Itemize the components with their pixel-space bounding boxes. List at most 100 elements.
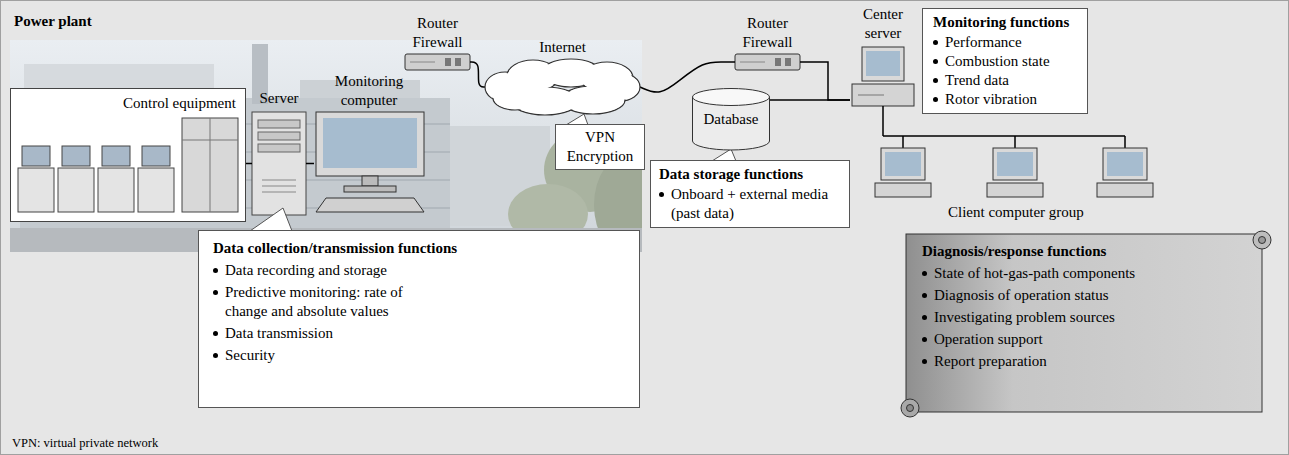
bullet-text: State of hot-gas-path components — [934, 264, 1135, 283]
client-screen — [1107, 152, 1143, 176]
bullet-item: Performance — [933, 33, 1077, 52]
monitor-screen — [866, 51, 900, 76]
group-label: Client computer group — [948, 203, 1084, 222]
server-tower-art — [252, 112, 306, 215]
monitor-neck — [362, 176, 378, 186]
internet-cloud-outline — [485, 58, 640, 116]
equipment-ground — [10, 88, 246, 222]
bullet-text: Report preparation — [934, 352, 1047, 371]
box-heading: Data storage functions — [659, 165, 841, 184]
callout-box: Data collection/transmission functionsDa… — [198, 230, 640, 408]
router-port — [785, 58, 791, 66]
scroll-curl — [1259, 237, 1266, 244]
bullet-text: Predictive monitoring: rate of change an… — [225, 283, 425, 321]
bullet-text: Data transmission — [225, 324, 333, 343]
database-cylinder: Database — [692, 88, 770, 150]
bullet-item: Operation support — [922, 330, 1246, 349]
keyboard — [316, 198, 424, 212]
bullet-dot — [933, 78, 938, 83]
bullet-dot — [933, 97, 938, 102]
server-vents — [262, 180, 296, 192]
bullet-text: Diagnosis of operation status — [934, 286, 1109, 305]
node-label: Server — [249, 89, 309, 108]
plant-photo — [10, 40, 642, 252]
bullet-dot — [922, 359, 927, 364]
client-computers — [875, 148, 1153, 197]
bullet-item: Onboard + external media (past data) — [659, 185, 841, 223]
bullet-dot — [213, 331, 218, 336]
scroll-body — [906, 234, 1262, 412]
bullet-item: Combustion state — [933, 52, 1077, 71]
monitor-base — [344, 186, 396, 192]
bullet-dot — [922, 337, 927, 342]
network-link — [770, 99, 850, 101]
equipment-panel: Control equipment — [10, 88, 246, 222]
node-label: Power plant — [14, 12, 92, 31]
client-screen — [885, 152, 921, 176]
network-link — [470, 62, 485, 87]
center-server: Center server — [850, 45, 916, 108]
server-tower: Server — [252, 112, 306, 215]
router-firewall: Router Firewall — [405, 54, 470, 70]
client-case — [1097, 183, 1153, 197]
monitor-frame — [862, 47, 904, 81]
function-box: Monitoring functionsPerformanceCombustio… — [922, 8, 1088, 114]
node-label: VPN Encryption — [560, 128, 640, 166]
monitoring-computer: Monitoring computer — [314, 112, 424, 215]
router-case — [735, 54, 800, 70]
node-label: Center server — [855, 5, 911, 43]
bullet-dot — [933, 40, 938, 45]
bullet-item: Security — [213, 346, 625, 365]
router-port — [455, 58, 461, 66]
router-port — [445, 58, 451, 66]
callout-box: Data storage functionsOnboard + external… — [650, 160, 850, 228]
internet-cloud: Internet — [485, 58, 640, 116]
bullet-dot — [213, 268, 218, 273]
console-desk — [18, 168, 54, 212]
bullet-text: Combustion state — [945, 52, 1050, 71]
bullet-item: Predictive monitoring: rate of change an… — [213, 283, 625, 321]
scroll-curl — [907, 405, 914, 412]
console-monitor — [62, 146, 90, 166]
bullet-item: Investigating problem sources — [922, 308, 1246, 327]
node-label: Control equipment — [123, 94, 245, 113]
bullet-item: Report preparation — [922, 352, 1246, 371]
bullet-dot — [659, 192, 664, 197]
network-link — [306, 163, 314, 165]
console-desk — [98, 168, 134, 212]
bullet-item: Trend data — [933, 71, 1077, 90]
client-monitor — [881, 148, 925, 180]
node-label: Monitoring computer — [329, 72, 409, 110]
router-firewall: Router Firewall — [735, 54, 800, 70]
cabinet-lines — [182, 118, 238, 212]
bullet-text: Investigating problem sources — [934, 308, 1115, 327]
node-label: Router Firewall — [407, 14, 469, 52]
box-heading: Data collection/transmission functions — [213, 239, 625, 258]
router-detail — [740, 62, 765, 63]
bullet-text: Rotor vibration — [945, 90, 1037, 109]
bullet-item: State of hot-gas-path components — [922, 264, 1246, 283]
monitoring-computer-art — [316, 112, 424, 212]
node-label: Database — [692, 110, 770, 129]
server-case — [252, 112, 306, 215]
desktop-case — [852, 84, 914, 106]
bullet-item: Rotor vibration — [933, 90, 1077, 109]
desktop-slot — [858, 95, 884, 96]
network-link — [640, 62, 735, 92]
server-bay — [258, 144, 300, 152]
network-link — [800, 62, 850, 100]
monitor-screen — [323, 118, 417, 168]
client-monitor — [1103, 148, 1147, 180]
bullet-text: Operation support — [934, 330, 1043, 349]
callout-tail — [250, 208, 292, 231]
scroll-banner: Diagnosis/response functionsState of hot… — [900, 228, 1272, 420]
control-equipment-art — [10, 88, 246, 222]
bullet-dot — [922, 271, 927, 276]
cloud-fill — [494, 87, 536, 109]
callout-box: VPN Encryption — [555, 124, 645, 170]
client-case — [875, 183, 931, 197]
photo-sky — [10, 40, 642, 252]
bullet-dot — [213, 353, 218, 358]
